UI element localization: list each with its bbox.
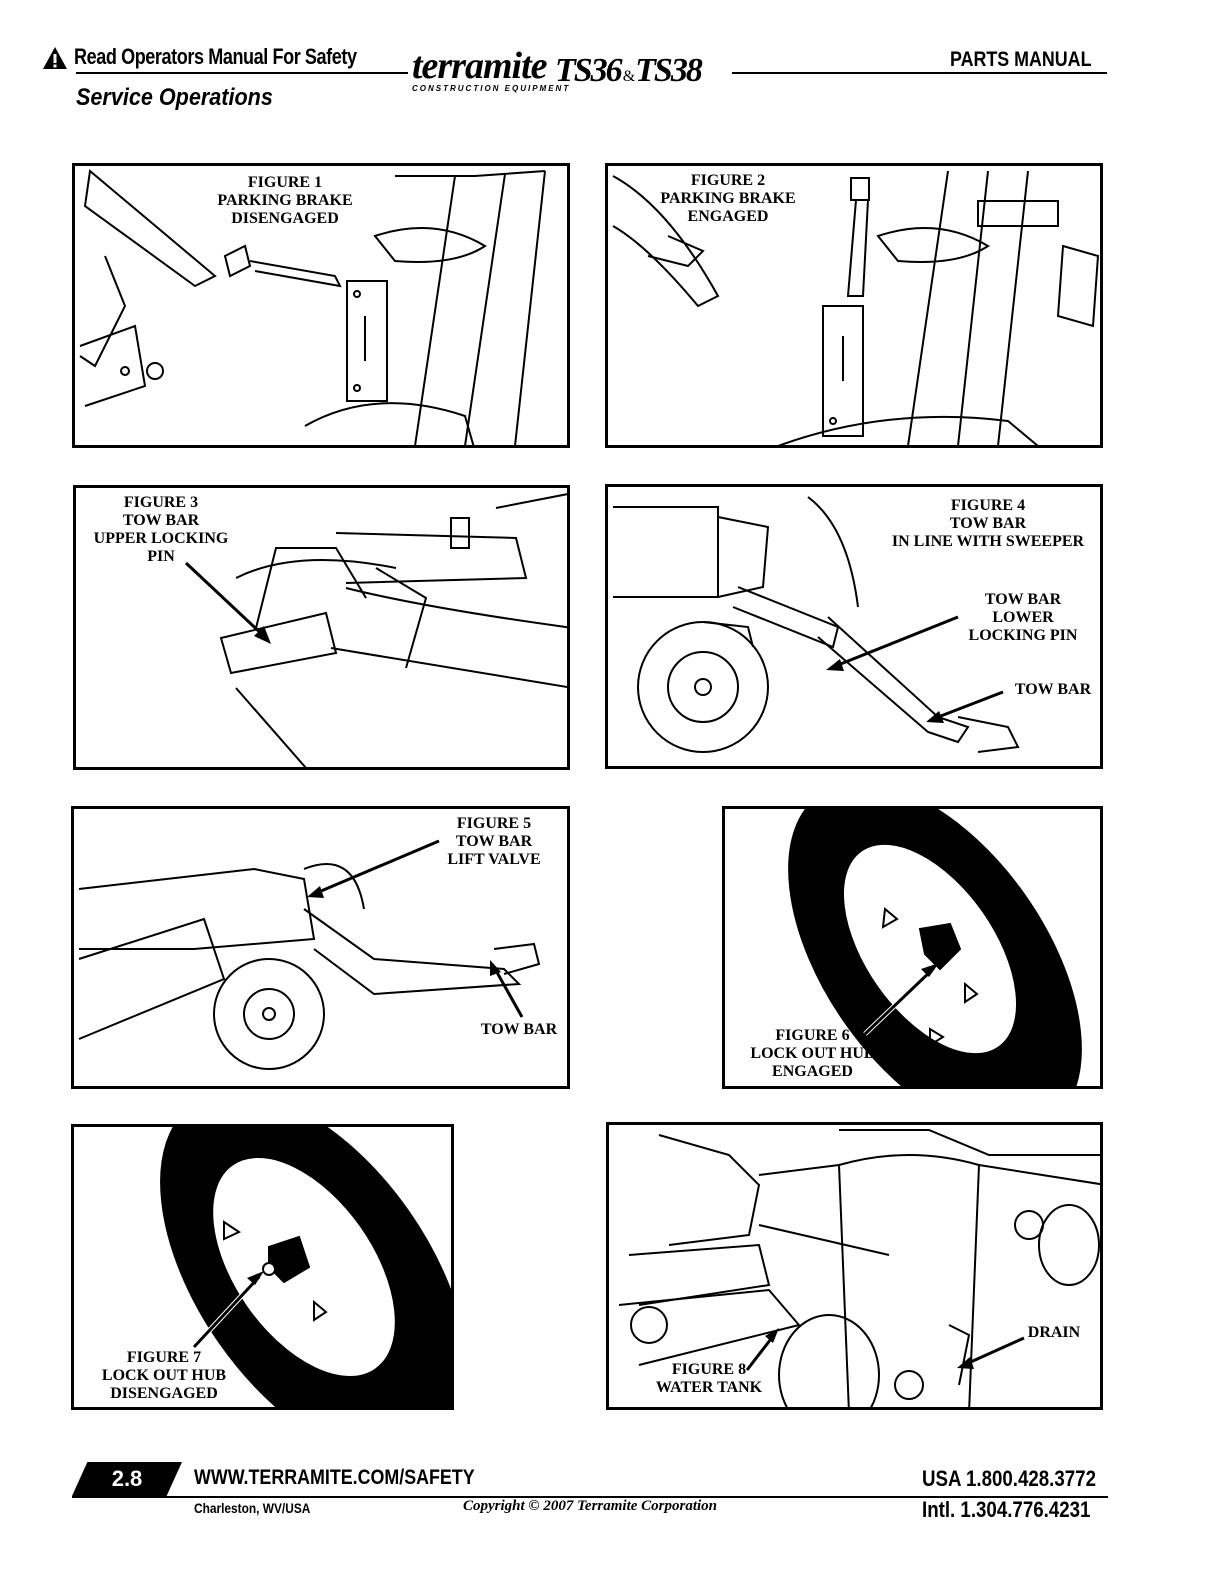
footer-rule [72, 1496, 1108, 1498]
footer-city: Charleston, WV/USA [194, 1500, 311, 1516]
manual-title: PARTS MANUAL [950, 48, 1092, 71]
figure-6-pointer-arrow [863, 963, 939, 1036]
intl-phone: Intl. 1.304.776.4231 [922, 1497, 1091, 1522]
terramite-logo: terramite CONSTRUCTION EQUIPMENT [412, 45, 571, 93]
safety-url[interactable]: WWW.TERRAMITE.COM/SAFETY [194, 1466, 475, 1489]
figure-8-pointer-arrows [745, 1328, 1025, 1371]
figure-4-tow-bar-label: TOW BAR [1014, 681, 1092, 698]
section-title: Service Operations [76, 84, 273, 111]
page-number-tab: 2.8 [72, 1462, 182, 1496]
header-rule-left [76, 72, 408, 74]
model-logo: TS36&TS38 [555, 52, 703, 89]
figure-7-pointer-arrow [192, 1271, 264, 1349]
safety-notice: Read Operators Manual For Safety [74, 44, 357, 69]
header-rule-right [732, 72, 1107, 74]
figure-5-pointer-arrows [307, 839, 524, 1018]
usa-phone: USA 1.800.428.3772 [922, 1466, 1096, 1491]
figure-3-pointer-arrow [184, 561, 271, 644]
copyright: Copyright © 2007 Terramite Corporation [463, 1498, 718, 1514]
figure-4-pointer-arrows [826, 615, 1004, 723]
figure-5-tow-bar-label: TOW BAR [480, 1021, 558, 1038]
figure-8-drain-label: DRAIN [1027, 1324, 1081, 1341]
warning-icon [42, 46, 68, 75]
